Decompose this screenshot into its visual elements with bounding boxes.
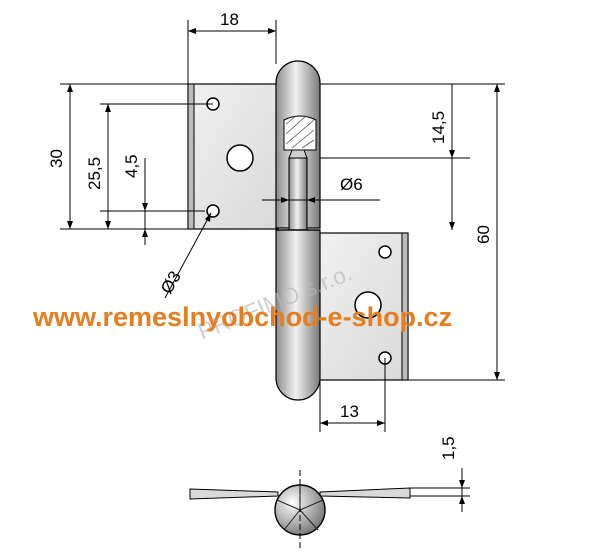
dimension-labels: 18 30 25,5 4,5 14,5 Ø6 Ø3 60 13 1,5 (47, 10, 493, 460)
hinge-pin (288, 157, 308, 231)
dim-1-5: 1,5 (439, 436, 458, 460)
dim-30: 30 (47, 149, 66, 168)
shop-url[interactable]: www.remeslnyobchod-e-shop.cz (32, 302, 452, 332)
dim-6: Ø6 (340, 175, 363, 194)
dimension-lines (60, 20, 505, 512)
hinge-top-view (189, 470, 411, 548)
dim-25-5: 25,5 (85, 157, 104, 190)
upper-leaf (187, 83, 279, 230)
dim-3: Ø3 (157, 268, 185, 297)
dim-60: 60 (474, 225, 493, 244)
dim-13: 13 (340, 402, 359, 421)
dim-18: 18 (220, 10, 239, 29)
lower-leaf (317, 232, 409, 381)
hinge-knuckle (275, 60, 321, 401)
dim-14-5: 14,5 (429, 111, 448, 144)
lower-hole-large (354, 291, 382, 319)
upper-hole-large (226, 144, 254, 172)
dim-4-5: 4,5 (122, 154, 141, 178)
lower-hole-small-top (378, 245, 392, 259)
